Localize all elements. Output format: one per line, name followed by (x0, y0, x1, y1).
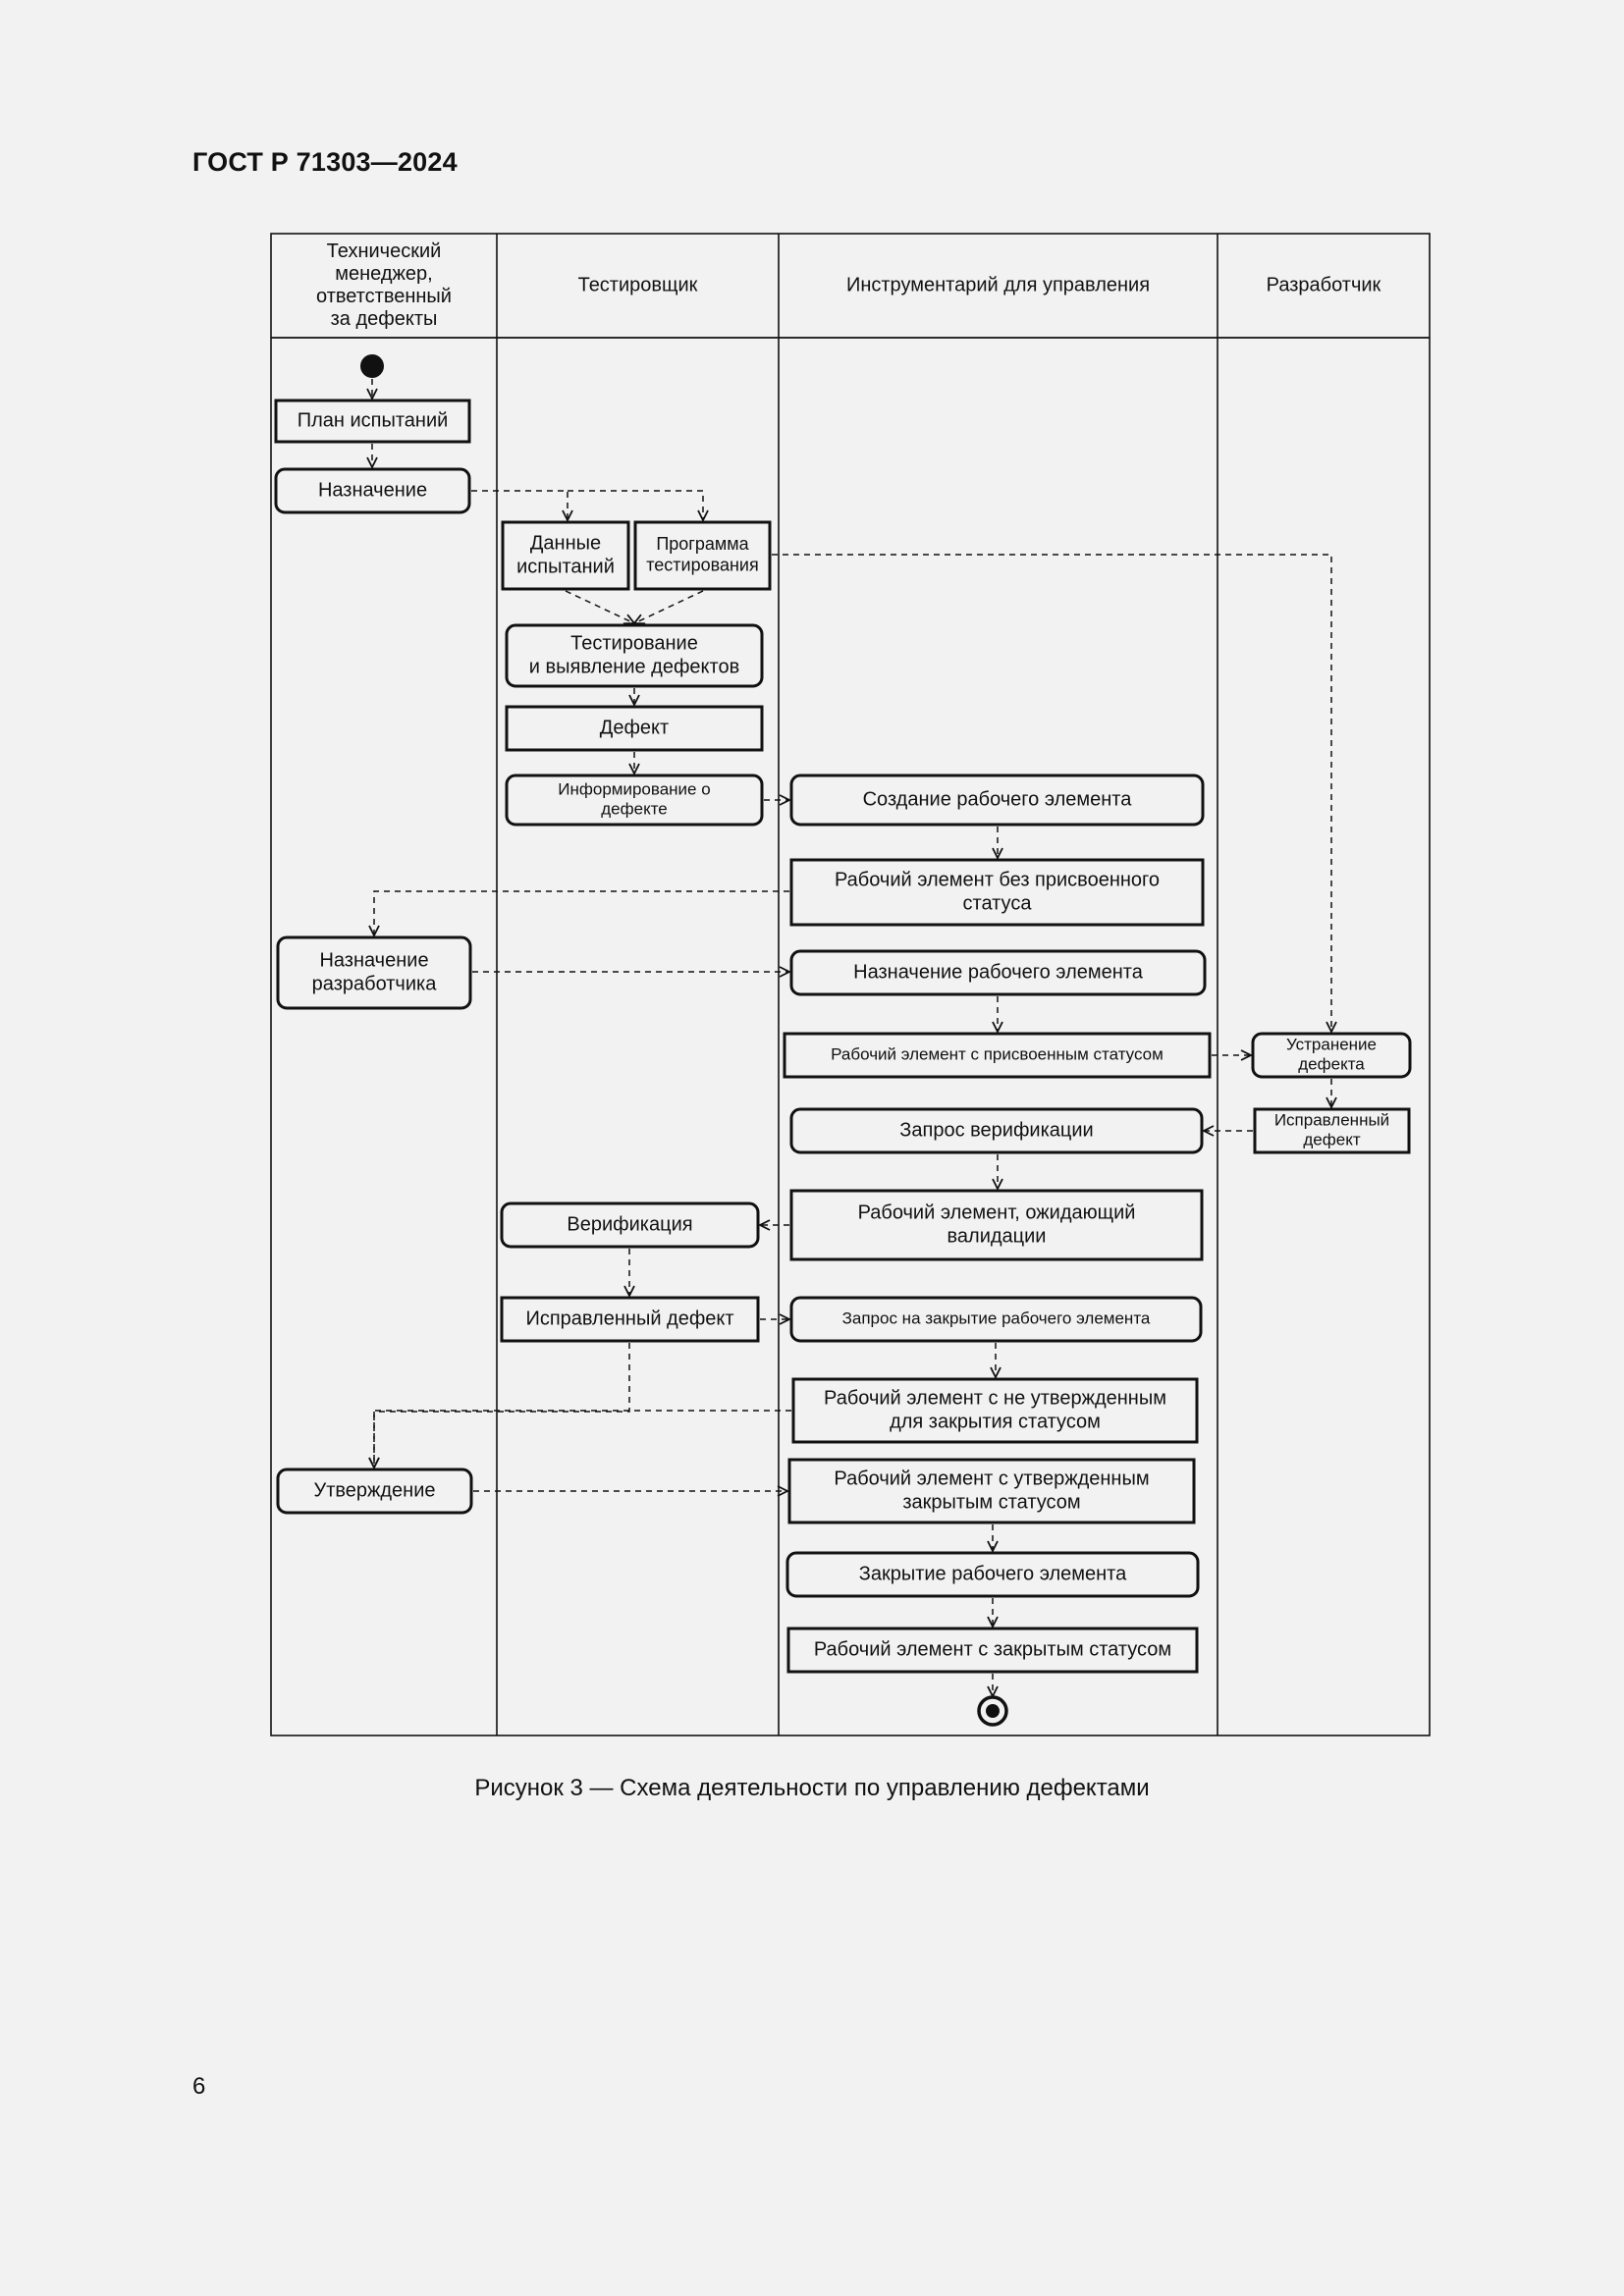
node-box (789, 1107, 1204, 1154)
node-box (789, 858, 1205, 927)
node-box (276, 1468, 473, 1515)
lane-header-tool: Инструментарий для управления (846, 274, 1150, 295)
node-label: Закрытие рабочего элемента (859, 1563, 1127, 1584)
node-item-assigned: Рабочий элемент с присвоенным статусом (783, 1032, 1212, 1079)
node-create-item: Создание рабочего элемента (789, 774, 1205, 827)
flow-test-program-to-fix-defect (772, 554, 1331, 1032)
node-label: Дефект (600, 717, 669, 738)
node-close-item: Закрытие рабочего элемента (785, 1551, 1200, 1598)
node-box (1253, 1107, 1411, 1154)
node-verification-request: Запрос верификации (789, 1107, 1204, 1154)
node-box (789, 1296, 1203, 1343)
node-box (787, 1458, 1196, 1524)
flow-fixed-defect-tester-to-approval (374, 1343, 630, 1468)
node-label: Назначение рабочего элемента (853, 961, 1144, 983)
flow-assign-to-test-program (568, 490, 703, 520)
node-box (789, 1189, 1204, 1261)
node-label: Назначение (318, 479, 427, 501)
node-box (274, 399, 471, 444)
flow-assign-to-test-data (471, 490, 568, 520)
node-box (274, 467, 471, 514)
page-number: 6 (192, 2073, 206, 2100)
node-box (783, 1032, 1212, 1079)
node-label: Запрос на закрытие рабочего элемента (842, 1308, 1151, 1327)
flow-test-program-to-testing (634, 590, 704, 623)
node-box (276, 935, 472, 1010)
start-node (360, 354, 384, 378)
node-assign-item: Назначение рабочего элемента (789, 949, 1207, 996)
figure-caption: Рисунок 3 — Схема деятельности по управл… (474, 1775, 1150, 1801)
node-box (505, 774, 764, 827)
node-label: Исправленный дефект (525, 1308, 733, 1329)
node-label: Верификация (567, 1213, 692, 1235)
node-plan: План испытаний (274, 399, 471, 444)
node-label: Утверждение (313, 1479, 435, 1501)
node-box (1251, 1032, 1412, 1079)
end-node (977, 1695, 1008, 1727)
node-label: План испытаний (298, 409, 449, 431)
flow-item-unapproved-to-approval (374, 1410, 791, 1468)
node-box (789, 949, 1207, 996)
node-box (505, 705, 764, 752)
node-assign: Назначение (274, 467, 471, 514)
end-node-dot (986, 1704, 1000, 1718)
node-fixed-defect-tester: Исправленный дефект (500, 1296, 760, 1343)
node-box (791, 1377, 1199, 1444)
node-label: Рабочий элемент с присвоенным статусом (831, 1044, 1164, 1063)
node-label: Рабочий элемент с закрытым статусом (814, 1638, 1171, 1660)
node-label: Создание рабочего элемента (863, 788, 1133, 810)
node-box (500, 1201, 760, 1249)
lane-header-tester: Тестировщик (578, 274, 698, 295)
lane-header-developer: Разработчик (1267, 274, 1381, 295)
node-verification: Верификация (500, 1201, 760, 1249)
node-box (785, 1551, 1200, 1598)
node-close-request: Запрос на закрытие рабочего элемента (789, 1296, 1203, 1343)
node-box (633, 520, 772, 591)
node-box (501, 520, 630, 591)
node-label: Запрос верификации (899, 1119, 1093, 1141)
node-box (505, 623, 764, 688)
node-approval: Утверждение (276, 1468, 473, 1515)
node-box (500, 1296, 760, 1343)
control-flows (372, 379, 1331, 1696)
node-box (786, 1627, 1199, 1674)
document-header: ГОСТ Р 71303—2024 (192, 147, 458, 177)
flow-item-no-status-to-assign-developer (374, 890, 789, 935)
node-item-closed: Рабочий элемент с закрытым статусом (786, 1627, 1199, 1674)
flow-test-data-to-testing (565, 590, 634, 623)
swimlane-frame (270, 233, 1431, 1736)
node-box (789, 774, 1205, 827)
node-defect: Дефект (505, 705, 764, 752)
